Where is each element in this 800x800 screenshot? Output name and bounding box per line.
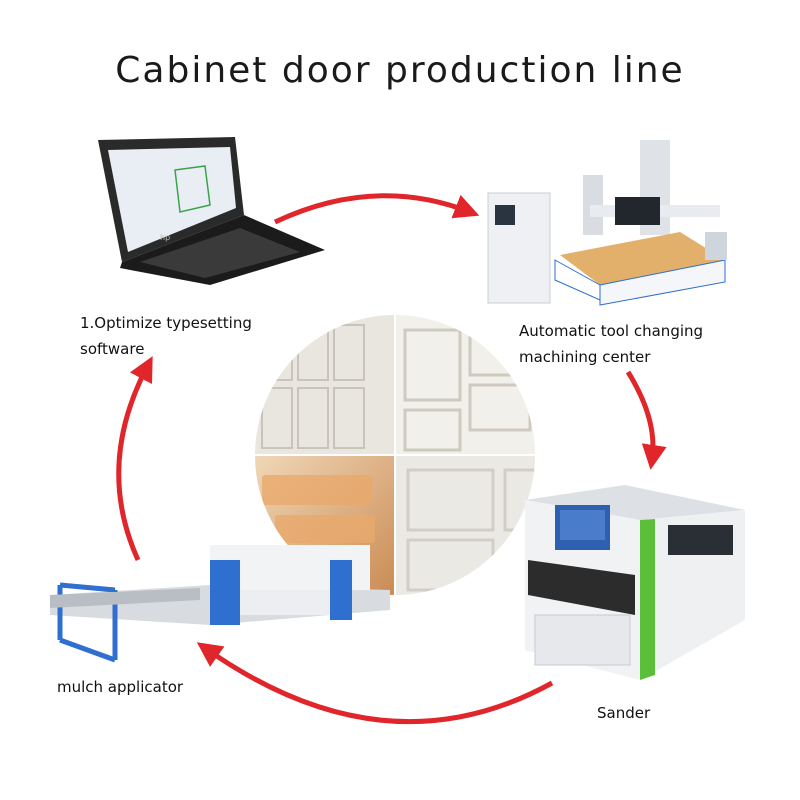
- step-label-software-line2: software: [80, 340, 145, 358]
- laptop-illustration: hp: [98, 137, 325, 285]
- arrow-applicator-to-software: [116, 356, 153, 562]
- step-label-sander: Sander: [597, 704, 651, 722]
- step-label-software-line1: 1.Optimize typesetting: [80, 314, 252, 332]
- step-label-cnc-line2: machining center: [519, 348, 651, 366]
- cnc-machine-illustration: [487, 140, 727, 306]
- arrow-cnc-to-sander: [625, 370, 667, 470]
- step-label-software: 1.Optimize typesetting software: [80, 310, 252, 362]
- sander-illustration: [525, 485, 745, 680]
- laptop-brand: hp: [160, 233, 170, 242]
- step-label-mulch-applicator: mulch applicator: [57, 678, 184, 696]
- step-label-cnc-line1: Automatic tool changing: [519, 322, 704, 340]
- arrow-software-to-cnc: [273, 193, 480, 225]
- cabinet-door-collage: [255, 315, 535, 595]
- page-title: Cabinet door production line: [115, 50, 685, 91]
- step-label-cnc: Automatic tool changing machining center: [519, 318, 703, 370]
- mulch-applicator-illustration: [50, 545, 390, 663]
- arrow-sander-to-applicator: [196, 642, 554, 725]
